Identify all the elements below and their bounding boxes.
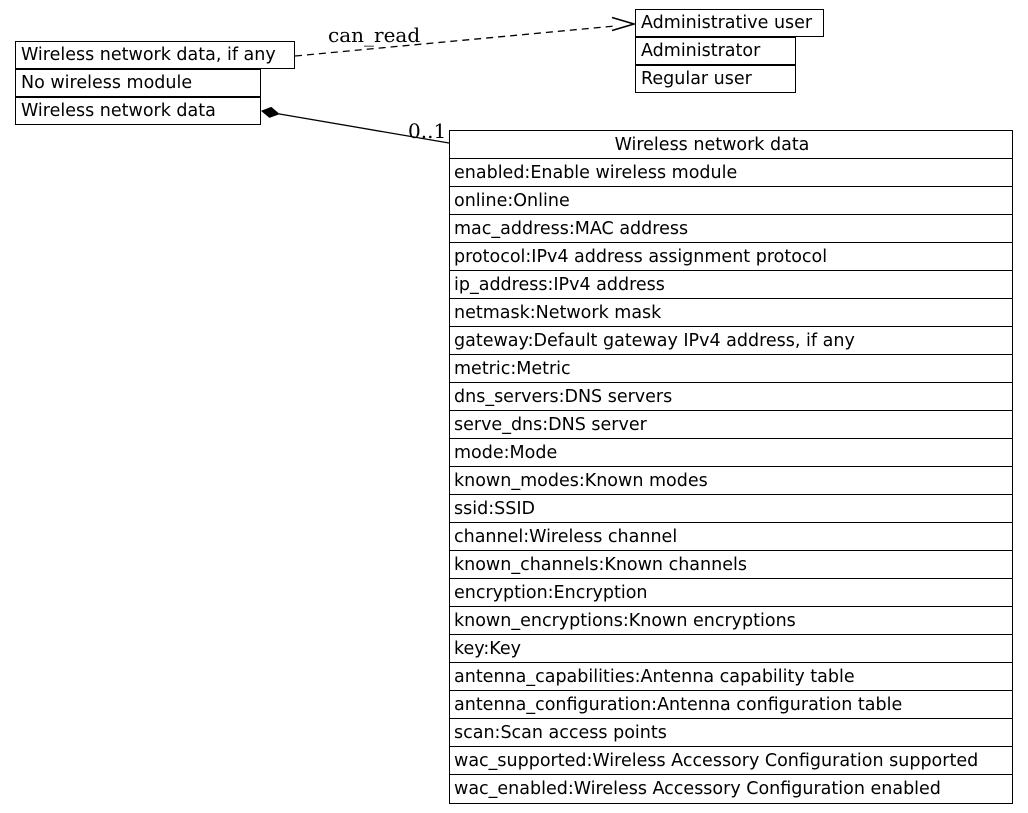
node-wireless-network-data-if-any: Wireless network data, if any (15, 41, 295, 69)
attribute-row-enabled: enabled:Enable wireless module (450, 159, 1012, 187)
attribute-row-protocol: protocol:IPv4 address assignment protoco… (450, 243, 1012, 271)
edge-label-can-read: can_read (328, 23, 421, 47)
can-read-arrowhead-icon (611, 16, 637, 32)
attribute-row-dns-servers: dns_servers:DNS servers (450, 383, 1012, 411)
attribute-row-mac-address: mac_address:MAC address (450, 215, 1012, 243)
attribute-row-mode: mode:Mode (450, 439, 1012, 467)
attribute-row-wac-supported: wac_supported:Wireless Accessory Configu… (450, 747, 1012, 775)
class-box-title: Wireless network data (450, 131, 1012, 159)
attribute-row-metric: metric:Metric (450, 355, 1012, 383)
attribute-row-known-channels: known_channels:Known channels (450, 551, 1012, 579)
attribute-row-ssid: ssid:SSID (450, 495, 1012, 523)
attribute-row-scan: scan:Scan access points (450, 719, 1012, 747)
attribute-row-key: key:Key (450, 635, 1012, 663)
composition-diamond-icon (261, 106, 280, 118)
attribute-row-netmask: netmask:Network mask (450, 299, 1012, 327)
attribute-row-channel: channel:Wireless channel (450, 523, 1012, 551)
class-box-wireless-network-data: Wireless network data enabled:Enable wir… (449, 130, 1013, 804)
edge-label-multiplicity: 0..1 (408, 119, 447, 143)
node-administrator: Administrator (635, 37, 796, 65)
node-no-wireless-module: No wireless module (15, 69, 261, 97)
attribute-row-antenna-capabilities: antenna_capabilities:Antenna capability … (450, 663, 1012, 691)
attribute-row-gateway: gateway:Default gateway IPv4 address, if… (450, 327, 1012, 355)
node-regular-user: Regular user (635, 65, 796, 93)
attribute-row-ip-address: ip_address:IPv4 address (450, 271, 1012, 299)
attribute-row-online: online:Online (450, 187, 1012, 215)
attribute-row-serve-dns: serve_dns:DNS server (450, 411, 1012, 439)
attribute-row-antenna-configuration: antenna_configuration:Antenna configurat… (450, 691, 1012, 719)
attribute-row-known-modes: known_modes:Known modes (450, 467, 1012, 495)
attribute-row-known-encryptions: known_encryptions:Known encryptions (450, 607, 1012, 635)
attribute-row-wac-enabled: wac_enabled:Wireless Accessory Configura… (454, 779, 941, 799)
node-administrative-user: Administrative user (635, 9, 824, 37)
attribute-row-encryption: encryption:Encryption (450, 579, 1012, 607)
node-wireless-network-data-link: Wireless network data (15, 97, 261, 125)
